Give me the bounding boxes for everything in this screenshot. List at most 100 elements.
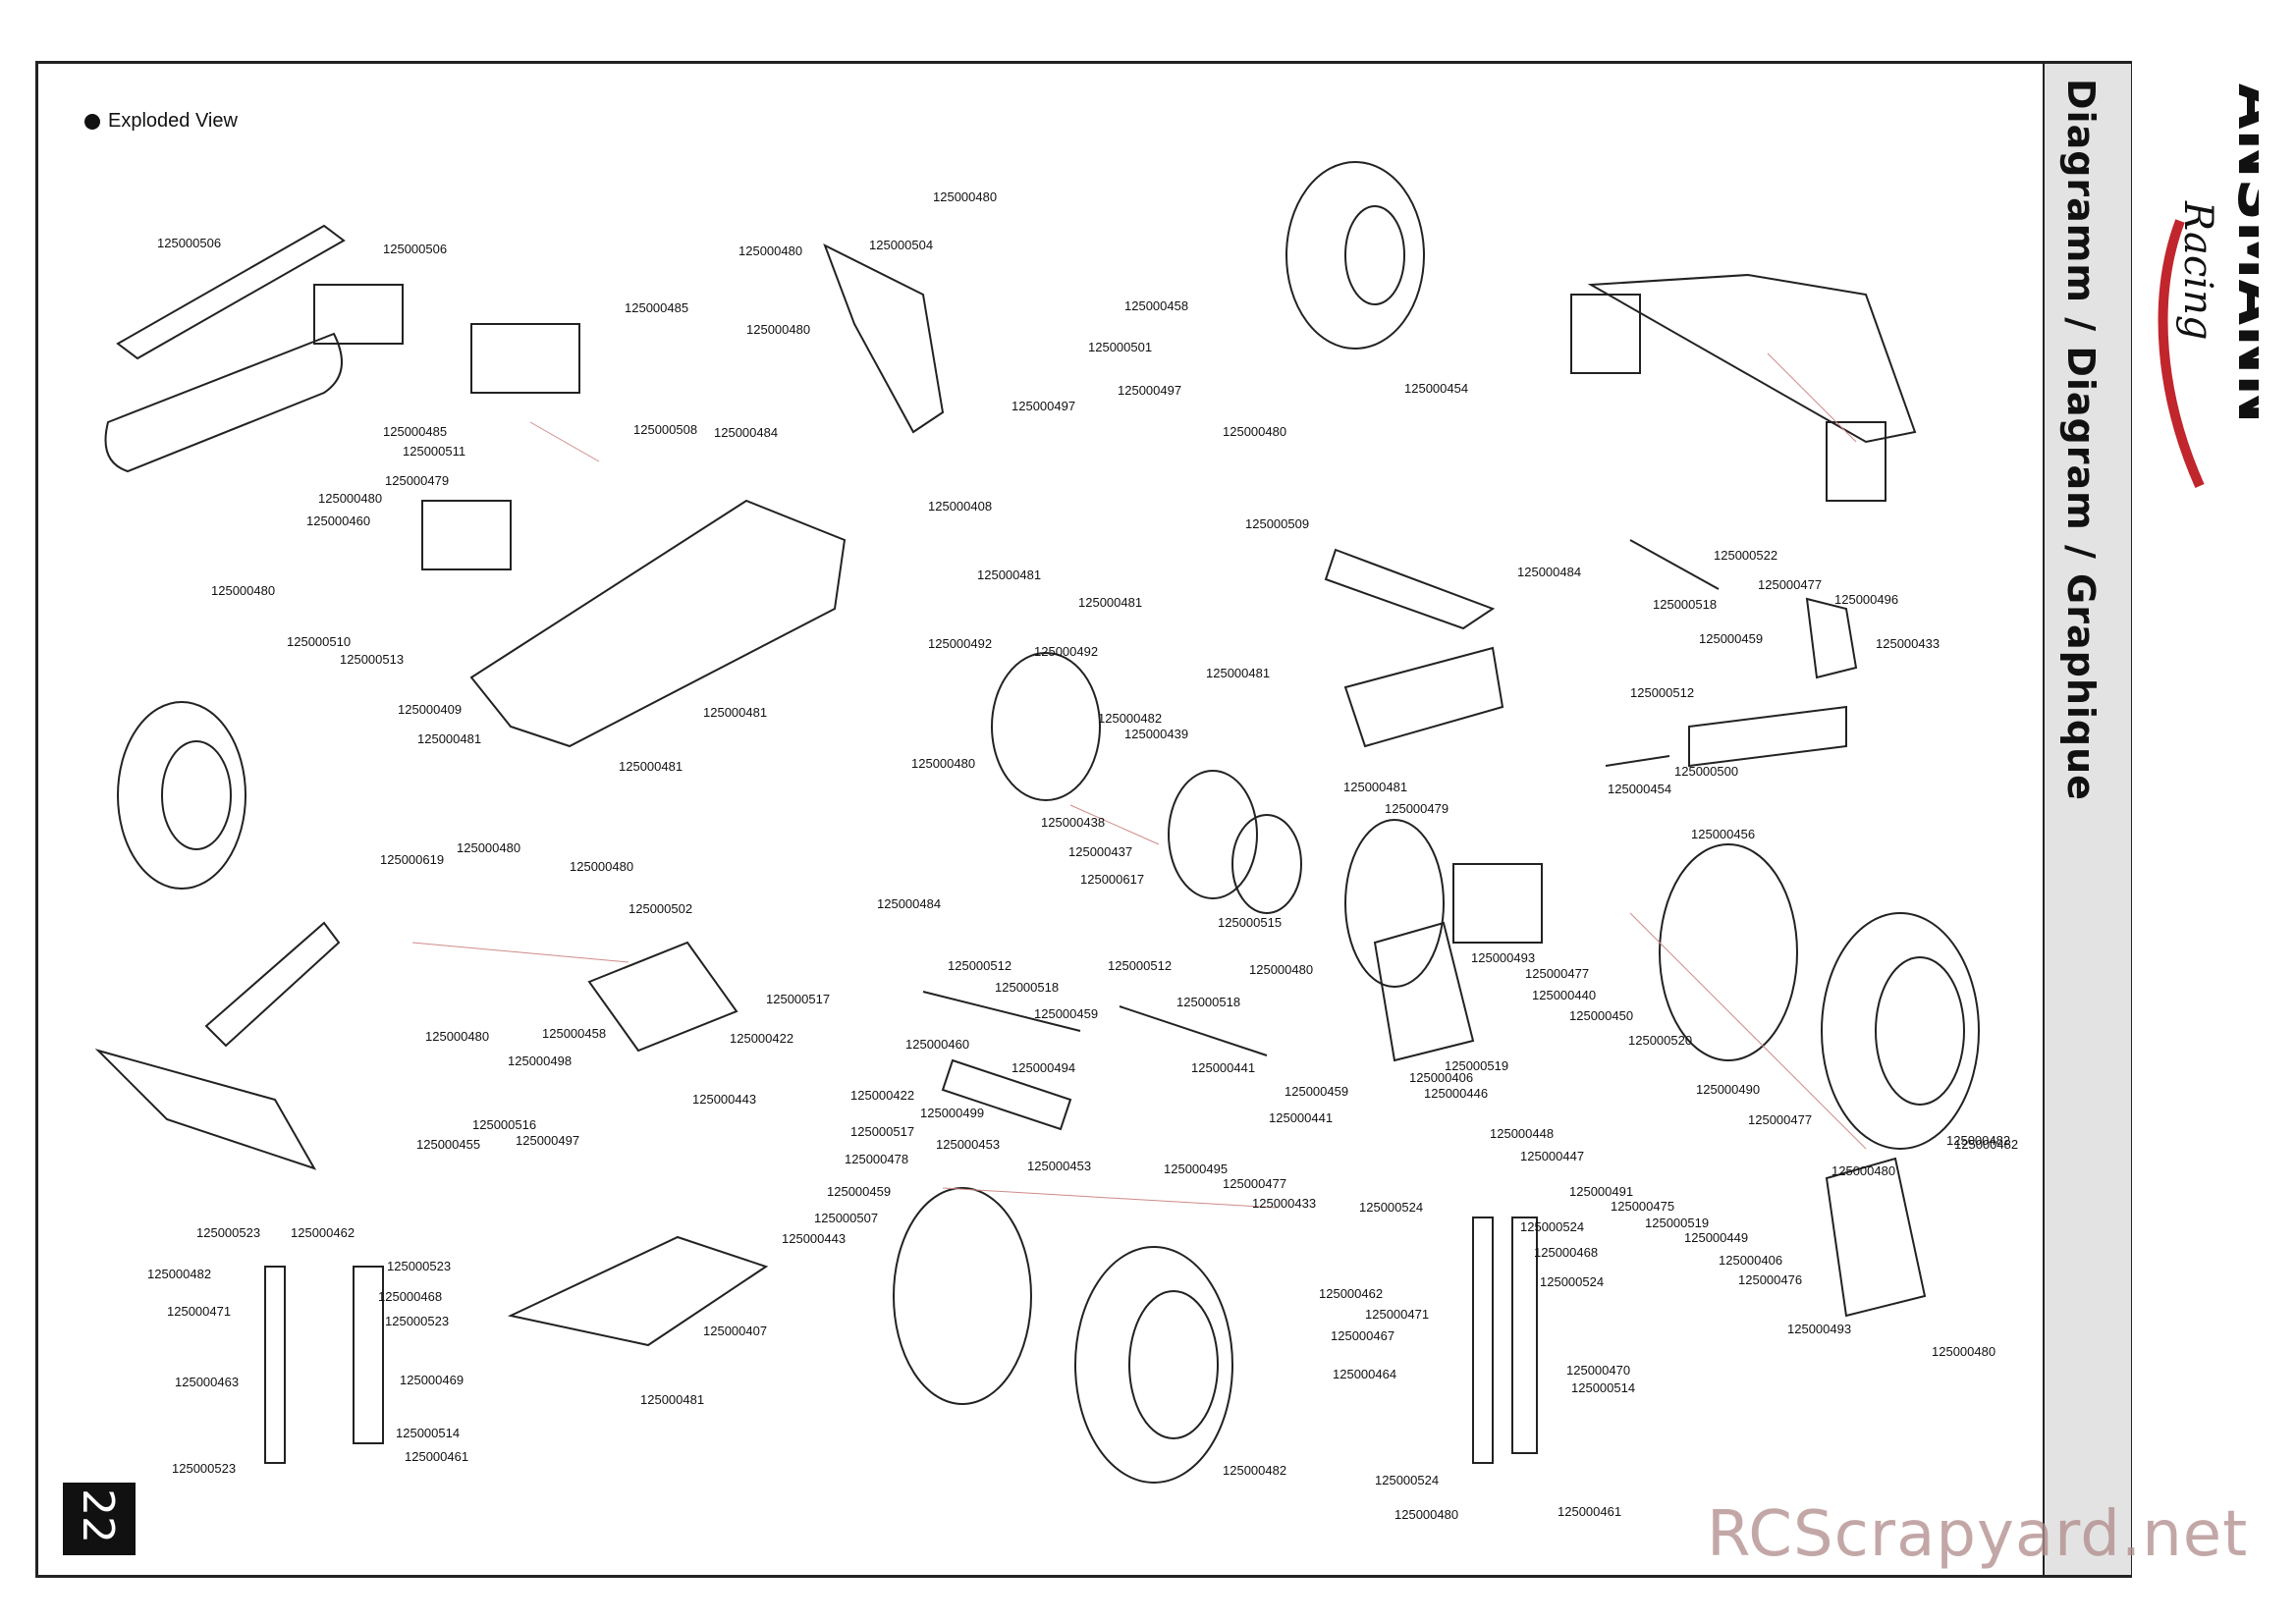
part-label: 125000518 [1653,597,1717,612]
part-label: 125000477 [1748,1112,1812,1127]
part-label: 125000506 [157,236,221,250]
part-label: 125000458 [542,1026,606,1041]
part-label: 125000459 [827,1184,891,1199]
part-label: 125000510 [287,634,351,649]
part-label: 125000480 [1223,424,1286,439]
part-label: 125000509 [1245,516,1309,531]
part-label: 125000461 [1558,1504,1621,1519]
part-label: 125000462 [1319,1286,1383,1301]
part-label: 125000480 [1932,1344,1995,1359]
part-label: 125000512 [1630,685,1694,700]
part-label: 125000495 [1164,1162,1228,1176]
part-label: 125000480 [318,491,382,506]
part-label: 125000484 [714,425,778,440]
part-label: 125000502 [629,901,692,916]
sidebar-title-text: Diagramm / Diagram / Graphique [2059,79,2103,801]
part-label: 125000497 [1011,399,1075,413]
gearbox [1373,921,1475,1062]
part-label: 125000479 [1385,801,1449,816]
spur-gear [1168,770,1258,899]
part-label: 125000523 [387,1259,451,1273]
part-label: 125000491 [1569,1184,1633,1199]
part-label: 125000407 [703,1324,767,1338]
part-label: 125000497 [1118,383,1181,398]
part-label: 125000520 [1628,1033,1692,1048]
part-label: 125000482 [1946,1133,2010,1148]
part-label: 125000481 [640,1392,704,1407]
part-label: 125000441 [1191,1060,1255,1075]
part-label: 125000480 [570,859,633,874]
part-label: 125000522 [1714,548,1777,563]
part-label: 125000481 [703,705,767,720]
battery-pack [104,332,343,473]
part-label: 125000512 [948,958,1011,973]
part-label: 125000514 [396,1426,460,1440]
part-label: 125000450 [1569,1008,1633,1023]
part-label: 125000617 [1080,872,1144,887]
part-label: 125000517 [766,992,830,1006]
part-label: 125000468 [1534,1245,1598,1260]
part-label: 125000448 [1490,1126,1554,1141]
part-label: 125000523 [385,1314,449,1328]
part-label: 125000480 [738,243,802,258]
part-label: 125000480 [746,322,810,337]
part-label: 125000492 [1034,644,1098,659]
rear-a-arm [1688,705,1847,768]
part-label: 125000455 [416,1137,480,1152]
part-label: 125000433 [1876,636,1940,651]
part-label: 125000519 [1445,1058,1508,1073]
sidebar-title: Diagramm / Diagram / Graphique [2059,79,2118,801]
part-label: 125000524 [1520,1219,1584,1234]
part-label: 125000471 [1365,1307,1429,1322]
battery-strap [116,224,346,360]
rear-wheel-right-rim [1659,843,1798,1061]
part-label: 125000406 [1719,1253,1782,1268]
part-label: 125000480 [933,189,997,204]
page-number-badge: 22 [63,1483,136,1555]
part-label: 125000518 [995,980,1059,995]
part-label: 125000482 [1954,1137,2018,1152]
part-label: 125000422 [850,1088,914,1103]
part-label: 125000422 [730,1031,793,1046]
steering-link [922,991,1081,1032]
part-label: 125000477 [1525,966,1589,981]
part-label: 125000519 [1645,1216,1709,1230]
part-label: 125000478 [845,1152,908,1166]
part-label: 125000477 [1758,577,1822,592]
front-left-tire [117,701,246,890]
part-label: 125000498 [508,1054,572,1068]
part-label: 125000470 [1566,1363,1630,1378]
rear-hub [1825,1157,1927,1318]
part-label: 125000496 [1834,592,1898,607]
part-label: 125000480 [1249,962,1313,977]
part-label: 125000524 [1540,1274,1604,1289]
sidebar-band [2043,64,2131,1575]
front-wheel-tire [1074,1246,1233,1484]
part-label: 125000516 [472,1117,536,1132]
part-label: 125000481 [1206,666,1270,680]
part-label: 125000619 [380,852,444,867]
part-label: 125000506 [383,242,447,256]
front-bumper [94,1049,317,1170]
part-label: 125000438 [1041,815,1105,830]
part-label: 125000459 [1699,631,1763,646]
svg-text:ANSMANN: ANSMANN [2224,83,2259,423]
part-label: 125000484 [877,896,941,911]
page-number: 22 [73,1488,123,1543]
part-label: 125000485 [625,300,688,315]
front-wheel-rim [893,1187,1032,1405]
part-label: 125000454 [1404,381,1468,396]
motor [1452,863,1543,944]
part-label: 125000477 [1223,1176,1286,1191]
part-label: 125000459 [1034,1006,1098,1021]
bullet-icon [84,113,100,130]
part-label: 125000497 [516,1133,579,1148]
rear-shock [1472,1216,1494,1464]
front-shock [264,1266,286,1464]
part-label: 125000456 [1691,827,1755,841]
part-label: 125000460 [905,1037,969,1052]
part-label: 125000514 [1571,1380,1635,1395]
part-label: 125000523 [196,1225,260,1240]
part-label: 125000494 [1011,1060,1075,1075]
part-label: 125000507 [814,1211,878,1225]
